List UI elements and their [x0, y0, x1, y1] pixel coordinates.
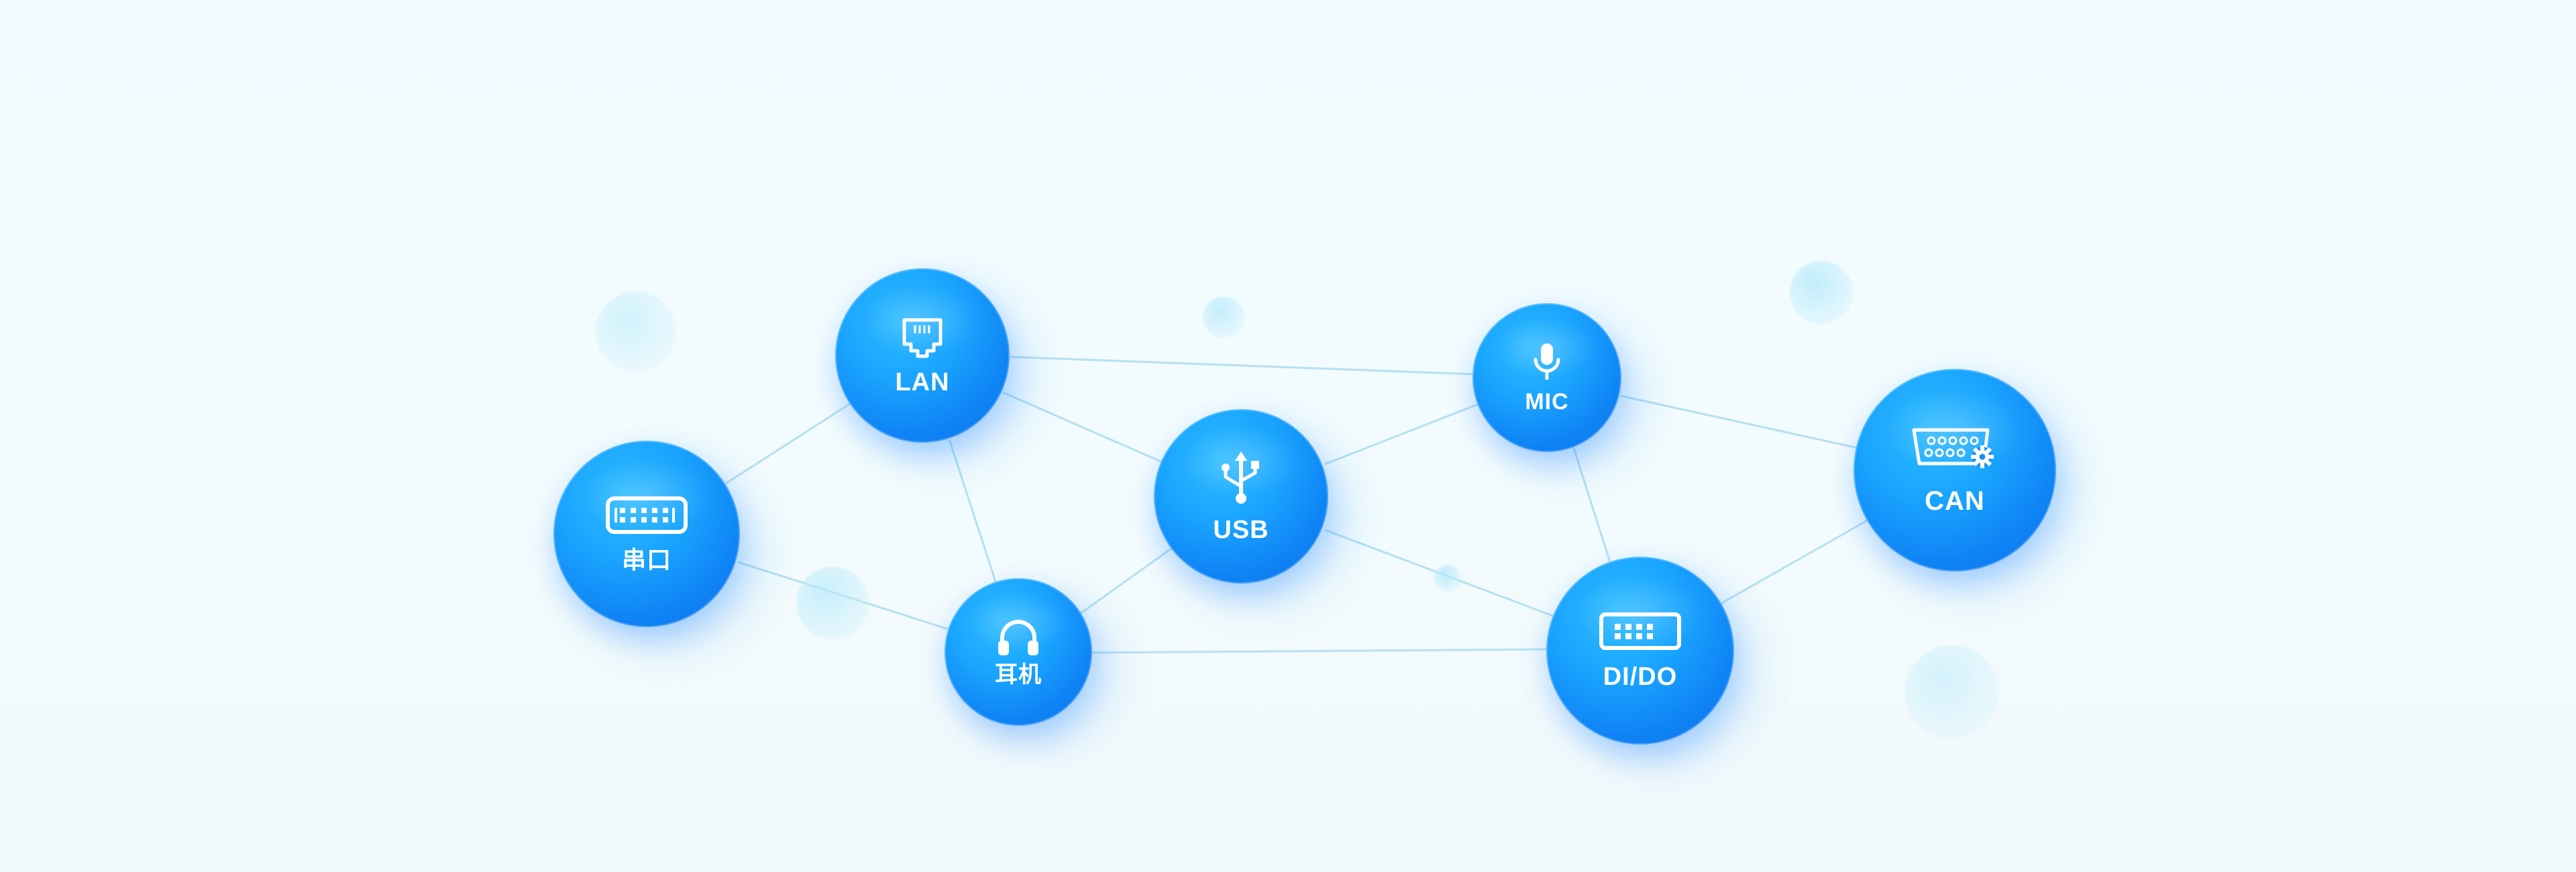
io-port-icon — [1599, 612, 1681, 650]
decorative-bubble — [1434, 565, 1461, 592]
decorative-bubble — [596, 292, 676, 372]
link-lan-mic — [1009, 356, 1477, 376]
link-lan-usb — [1002, 391, 1165, 464]
microphone-icon — [1534, 343, 1560, 380]
node-label: USB — [1213, 516, 1269, 544]
link-dido-can — [1720, 519, 1869, 605]
link-lan-earphone — [948, 439, 998, 584]
decorative-bubble — [796, 567, 869, 639]
node-can[interactable]: CAN — [1854, 369, 2056, 571]
headphones-icon — [998, 620, 1038, 655]
link-earphone-usb — [1079, 545, 1175, 615]
gear-icon — [1971, 445, 1994, 468]
link-mic-can — [1619, 394, 1859, 449]
link-mic-dido — [1572, 445, 1611, 563]
can-bus-connector-icon — [1912, 428, 1994, 468]
node-label: 串口 — [621, 546, 672, 574]
link-usb-mic — [1324, 402, 1480, 466]
link-earphone-dido — [1091, 648, 1550, 654]
node-label: 耳机 — [995, 662, 1042, 688]
node-label: MIC — [1525, 389, 1569, 415]
node-lan[interactable]: LAN — [835, 268, 1010, 443]
decorative-bubble — [1905, 645, 1999, 739]
node-label: CAN — [1925, 486, 1985, 516]
node-dido[interactable]: DI/DO — [1546, 557, 1734, 745]
decorative-bubble — [1790, 261, 1853, 324]
node-usb[interactable]: USB — [1154, 409, 1328, 584]
decorative-bubble — [1203, 296, 1244, 338]
node-label: DI/DO — [1603, 663, 1678, 691]
ethernet-port-icon — [902, 318, 943, 358]
node-mic[interactable]: MIC — [1472, 303, 1621, 452]
usb-icon — [1222, 451, 1259, 504]
node-earphone[interactable]: 耳机 — [945, 578, 1092, 726]
link-serial-lan — [724, 401, 853, 486]
serial-port-icon — [606, 496, 688, 534]
node-serial[interactable]: 串口 — [553, 441, 740, 627]
node-label: LAN — [895, 368, 950, 396]
